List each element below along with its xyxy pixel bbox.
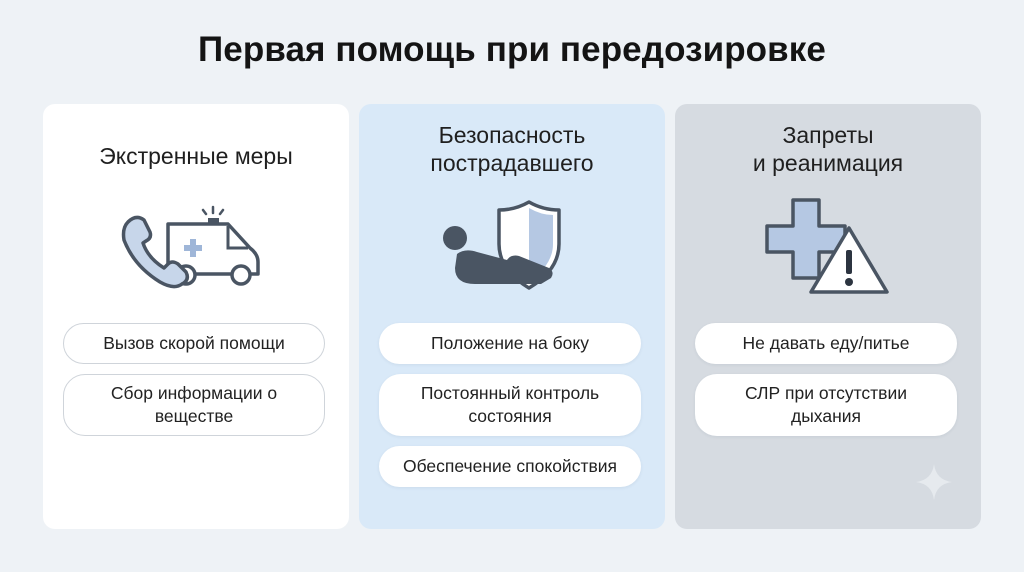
recovery-position-shield-icon (359, 198, 665, 298)
medical-cross-warning-icon (675, 198, 981, 298)
card-prohibitions-resuscitation: Запреты и реанимация Не давать еду/питье… (675, 104, 981, 529)
card-title-line: и реанимация (752, 150, 904, 176)
list-item: СЛР при отсутствии дыхания (695, 374, 957, 436)
list-item: Положение на боку (379, 323, 641, 364)
card-victim-safety: Безопасность пострадавшего Положение на … (359, 104, 665, 529)
card-title: Запреты и реанимация (675, 121, 981, 177)
card-emergency-measures: Экстренные меры Вызов скорой помощи Сбор… (43, 104, 349, 529)
list-item: Сбор информации о веществе (63, 374, 325, 436)
card-title: Безопасность пострадавшего (359, 121, 665, 177)
card-title-line: Безопасность (438, 122, 586, 148)
list-item: Вызов скорой помощи (63, 323, 325, 364)
list-item: Обеспечение спокойствия (379, 446, 641, 487)
list-item: Постоянный контроль состояния (379, 374, 641, 436)
list-item: Не давать еду/питье (695, 323, 957, 364)
card-title-line: пострадавшего (430, 150, 594, 176)
card-title-line: Запреты (782, 122, 874, 148)
card-title-line: Экстренные меры (99, 143, 293, 169)
page-title: Первая помощь при передозировке (198, 30, 826, 69)
sparkle-icon (916, 464, 952, 500)
card-title: Экстренные меры (43, 142, 349, 170)
phone-ambulance-icon (43, 198, 349, 298)
